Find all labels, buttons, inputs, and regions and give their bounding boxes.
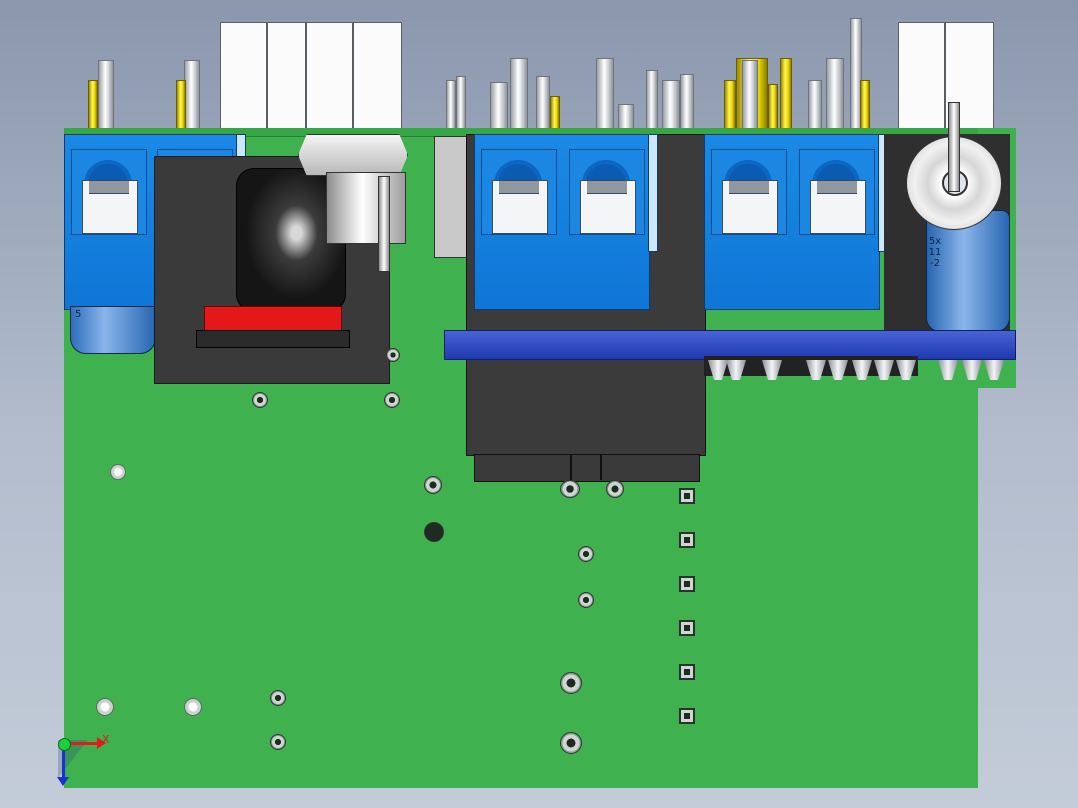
pin-tip (828, 360, 848, 380)
header-pin (724, 80, 736, 132)
capacitor-large-label: 5x11-2 (928, 236, 942, 269)
via-hole (424, 522, 444, 542)
terminal-side-strip (648, 134, 658, 252)
foot-divider (570, 454, 572, 480)
via-hole (270, 734, 286, 750)
pin-tip (852, 360, 872, 380)
via-hole (606, 480, 624, 498)
pin-tip (726, 360, 746, 380)
via-hole (386, 348, 400, 362)
relay-module-foot (474, 454, 700, 482)
pin-header-strip[interactable] (444, 330, 1016, 360)
housing-divider (266, 22, 268, 128)
axis-x-arrow (64, 737, 106, 749)
terminal-screw[interactable] (481, 149, 557, 235)
header-pin (680, 74, 694, 132)
square-pad (679, 620, 695, 636)
header-pin (768, 84, 778, 132)
via-hole (424, 476, 442, 494)
header-pin (98, 60, 114, 132)
header-pin (88, 80, 98, 132)
shaft-body[interactable] (326, 172, 406, 244)
via-hole (578, 592, 594, 608)
pin-tip (874, 360, 894, 380)
via-hole (560, 480, 580, 498)
via-hole (252, 392, 268, 408)
via-hole (560, 672, 582, 694)
mounting-hole (184, 698, 202, 716)
header-pin (596, 58, 614, 132)
capacitor-small-label: 5 (75, 309, 82, 320)
via-hole (578, 546, 594, 562)
via-hole (270, 690, 286, 706)
shaft-pin (378, 176, 390, 272)
square-pad (679, 488, 695, 504)
pin-tip (984, 360, 1004, 380)
white-connector-housing-left[interactable] (220, 22, 402, 130)
header-pin (646, 70, 658, 132)
terminal-screw[interactable] (799, 149, 875, 235)
header-pin (860, 80, 870, 132)
hex-nut[interactable] (298, 134, 408, 176)
header-pin (456, 76, 466, 132)
grey-header[interactable] (434, 136, 470, 258)
header-pin (808, 80, 822, 132)
foot-divider (600, 454, 602, 480)
white-connector-housing-right[interactable] (898, 22, 994, 130)
capacitor-large[interactable] (926, 210, 1010, 332)
terminal-block-center[interactable] (474, 134, 650, 310)
terminal-screw[interactable] (569, 149, 645, 235)
square-pad (679, 532, 695, 548)
via-hole (384, 392, 400, 408)
mounting-hole (110, 464, 126, 480)
header-pin (662, 80, 680, 132)
pin-tip (962, 360, 982, 380)
header-pin (826, 58, 844, 132)
capacitor-small[interactable]: 5 (70, 306, 156, 354)
header-pin (184, 60, 200, 132)
pin-tip (938, 360, 958, 380)
pin-tip (708, 360, 728, 380)
header-pin (510, 58, 528, 132)
header-pin (446, 80, 456, 132)
dc-jack-red-ring (204, 306, 342, 334)
square-pad (679, 576, 695, 592)
square-pad (679, 664, 695, 680)
knob-shaft (948, 102, 960, 192)
terminal-screw[interactable] (711, 149, 787, 235)
axis-origin-icon (58, 738, 71, 751)
pin-tip (762, 360, 782, 380)
housing-divider (305, 22, 307, 128)
axis-x-label: X (102, 733, 110, 746)
axis-y-arrow (57, 744, 69, 786)
terminal-screw[interactable] (71, 149, 147, 235)
header-pin (550, 96, 560, 132)
pin-tip (896, 360, 916, 380)
via-hole (560, 732, 582, 754)
pin-tip (806, 360, 826, 380)
dc-jack-foot (196, 330, 350, 348)
header-pin (780, 58, 792, 132)
mounting-hole (96, 698, 114, 716)
header-pin (536, 76, 550, 132)
header-pin (742, 60, 758, 132)
housing-divider (352, 22, 354, 128)
square-pad (679, 708, 695, 724)
header-pin (490, 82, 508, 132)
housing-divider (944, 22, 946, 128)
header-pin (176, 80, 186, 132)
terminal-block-right[interactable] (704, 134, 880, 310)
